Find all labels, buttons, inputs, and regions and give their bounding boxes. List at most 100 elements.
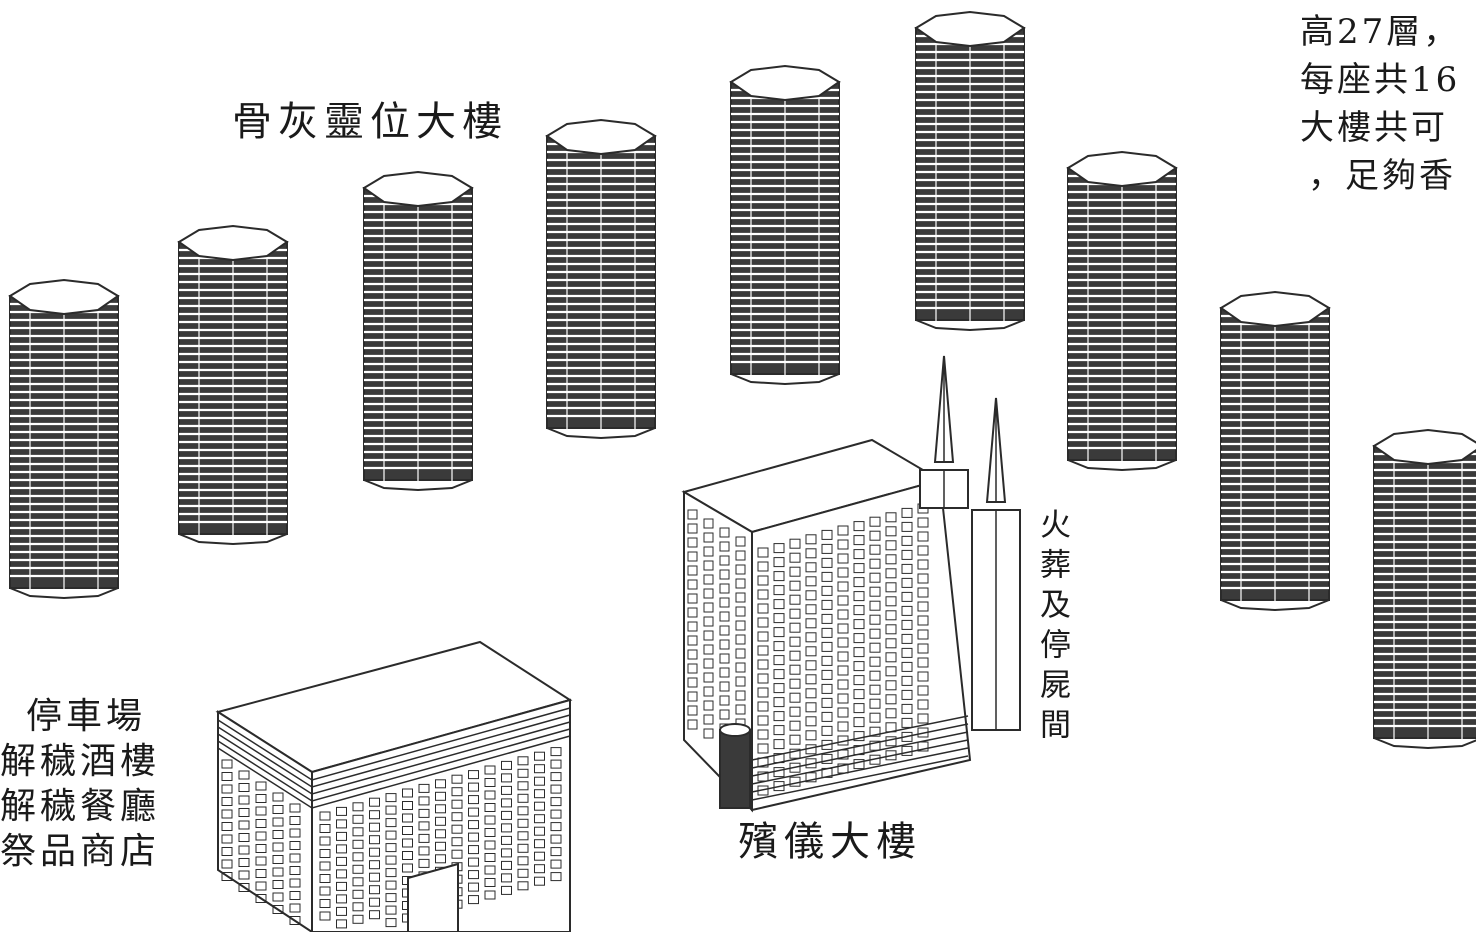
funeral-window bbox=[687, 551, 698, 562]
carpark-window bbox=[550, 809, 562, 819]
funeral-window bbox=[837, 665, 849, 676]
funeral-window bbox=[773, 711, 785, 722]
carpark-window bbox=[402, 863, 413, 873]
carpark-window bbox=[238, 770, 250, 780]
funeral-window bbox=[687, 607, 698, 618]
funeral-window bbox=[703, 672, 714, 683]
funeral-window bbox=[869, 656, 881, 667]
funeral-window bbox=[735, 578, 746, 589]
funeral-window bbox=[703, 616, 714, 627]
funeral-window bbox=[757, 687, 769, 698]
funeral-window bbox=[735, 564, 746, 575]
funeral-window bbox=[837, 609, 849, 620]
carpark-window bbox=[468, 845, 479, 855]
funeral-window bbox=[901, 591, 913, 602]
funeral-window bbox=[687, 509, 698, 520]
funeral-window bbox=[789, 678, 801, 689]
funeral-window bbox=[901, 661, 913, 672]
carpark-window bbox=[319, 824, 331, 833]
funeral-window bbox=[757, 575, 769, 586]
funeral-window bbox=[917, 545, 929, 556]
funeral-window bbox=[837, 567, 849, 578]
funeral-window bbox=[901, 605, 913, 616]
funeral-window bbox=[885, 694, 897, 705]
carpark-window bbox=[517, 806, 529, 816]
carpark-window bbox=[336, 869, 347, 879]
carpark-window bbox=[238, 845, 250, 855]
carpark-window bbox=[255, 781, 267, 791]
funeral-window bbox=[869, 628, 881, 639]
carpark-roof-band bbox=[217, 721, 571, 795]
funeral-window bbox=[901, 535, 913, 546]
funeral-window bbox=[917, 699, 929, 710]
tower-roof bbox=[914, 10, 1026, 48]
carpark-window bbox=[385, 880, 397, 890]
funeral-window bbox=[757, 547, 769, 558]
funeral-window bbox=[719, 555, 730, 566]
funeral-window bbox=[869, 684, 881, 695]
services-line: 祭品商店 bbox=[0, 831, 161, 872]
carpark-window bbox=[255, 806, 267, 816]
carpark-window bbox=[369, 860, 380, 870]
carpark-window bbox=[501, 873, 512, 883]
funeral-window bbox=[789, 706, 801, 717]
funeral-window bbox=[687, 635, 698, 646]
funeral-window bbox=[821, 669, 833, 680]
carpark-window bbox=[435, 791, 446, 801]
carpark-window bbox=[272, 880, 284, 889]
carpark-window bbox=[468, 820, 479, 830]
carpark-window bbox=[369, 822, 380, 832]
carpark-window bbox=[402, 801, 413, 810]
funeral-window bbox=[837, 679, 849, 690]
services-label: 停車場 解穢酒樓 解穢餐廳 祭品商店 bbox=[0, 694, 160, 874]
tower-base-edge bbox=[546, 427, 656, 440]
carpark-window bbox=[369, 897, 380, 907]
funeral-window bbox=[757, 645, 769, 656]
funeral-window bbox=[773, 571, 785, 582]
carpark-window bbox=[369, 810, 380, 820]
funeral-base-band bbox=[751, 755, 969, 801]
funeral-window bbox=[789, 608, 801, 619]
funeral-window bbox=[805, 534, 817, 545]
carpark-window bbox=[272, 867, 284, 877]
carpark-window bbox=[451, 849, 463, 859]
services-line: 停車場 bbox=[26, 696, 147, 737]
carpark-window bbox=[289, 891, 301, 900]
funeral-window bbox=[789, 594, 801, 605]
funeral-window bbox=[719, 653, 730, 664]
carpark-window bbox=[451, 837, 463, 847]
carpark-window bbox=[238, 820, 250, 830]
funeral-window bbox=[703, 518, 714, 529]
funeral-front-facade bbox=[751, 478, 972, 812]
carpark-window bbox=[352, 802, 364, 812]
carpark-window bbox=[319, 874, 331, 883]
columbarium-tower bbox=[914, 10, 1026, 332]
funeral-window bbox=[869, 698, 881, 709]
carpark-window bbox=[517, 756, 529, 766]
carpark-window bbox=[385, 868, 397, 878]
funeral-window bbox=[901, 619, 913, 630]
funeral-window bbox=[789, 664, 801, 675]
funeral-window bbox=[687, 579, 698, 590]
funeral-window bbox=[885, 708, 897, 719]
tower-roof bbox=[177, 224, 289, 262]
carpark-window bbox=[435, 779, 446, 789]
funeral-window bbox=[821, 683, 833, 694]
carpark-window bbox=[550, 747, 562, 757]
carpark-window bbox=[221, 859, 233, 869]
funeral-window bbox=[837, 637, 849, 648]
tower-roof bbox=[1066, 150, 1178, 188]
carpark-window bbox=[534, 864, 545, 874]
funeral-window bbox=[885, 540, 897, 551]
tower-roof bbox=[729, 64, 841, 102]
funeral-window bbox=[719, 527, 730, 538]
funeral-window bbox=[869, 614, 881, 625]
carpark-window bbox=[534, 801, 545, 811]
note-line: 每座共16 bbox=[1300, 60, 1461, 100]
funeral-window bbox=[869, 642, 881, 653]
carpark-window bbox=[289, 853, 301, 863]
funeral-window bbox=[773, 627, 785, 638]
funeral-window bbox=[901, 675, 913, 686]
carpark-window bbox=[272, 830, 284, 839]
carpark-window bbox=[385, 818, 397, 828]
